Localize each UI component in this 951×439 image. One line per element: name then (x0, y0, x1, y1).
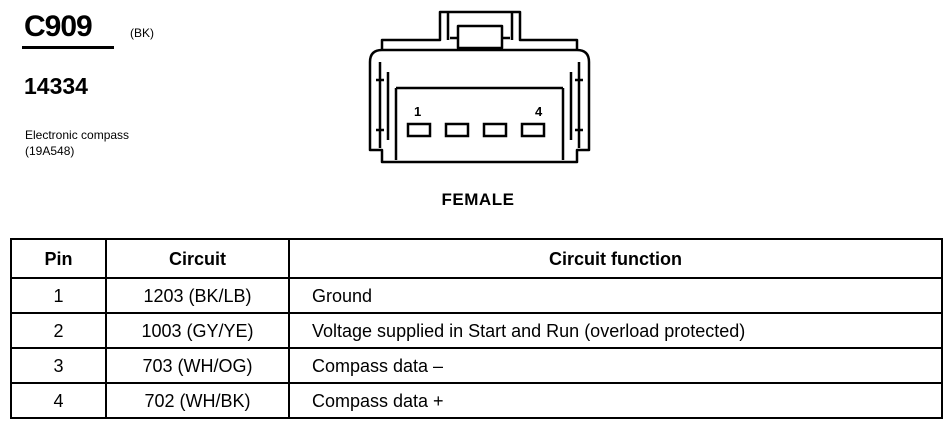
pin-cavity-3 (482, 122, 508, 138)
connector-latch-tab (456, 24, 504, 50)
connector-latch (446, 12, 514, 40)
header-circuit-function: Circuit function (288, 238, 943, 279)
circuit-cell: 703 (WH/OG) (105, 347, 290, 384)
description-line: (19A548) (25, 144, 75, 158)
connector-color-code: (BK) (130, 26, 154, 40)
circuit-function-cell: Compass data + (288, 382, 943, 419)
circuit-function-cell: Compass data – (288, 347, 943, 384)
pin-cavity-2 (444, 122, 470, 138)
pin-cell: 2 (10, 312, 107, 349)
connector-id-underline (22, 46, 114, 49)
circuit-cell: 1003 (GY/YE) (105, 312, 290, 349)
pin-cell: 4 (10, 382, 107, 419)
pin-cell: 1 (10, 277, 107, 314)
pin-table: Pin Circuit Circuit function 1 1203 (BK/… (10, 238, 943, 419)
connector-face-drawing: 1 4 (368, 10, 591, 164)
table-header-row: Pin Circuit Circuit function (10, 238, 943, 279)
connector-body-outline (380, 10, 579, 50)
connector-gender-label: FEMALE (441, 190, 515, 209)
circuit-cell: 702 (WH/BK) (105, 382, 290, 419)
pin-label-1: 1 (414, 104, 421, 119)
table-row: 2 1003 (GY/YE) Voltage supplied in Start… (10, 312, 943, 349)
description-line: Electronic compass (25, 128, 130, 142)
table-row: 4 702 (WH/BK) Compass data + (10, 382, 943, 419)
header-circuit: Circuit (105, 238, 290, 279)
pin-label-4: 4 (535, 104, 543, 119)
part-number: 14334 (24, 73, 88, 99)
circuit-cell: 1203 (BK/LB) (105, 277, 290, 314)
header-pin: Pin (10, 238, 107, 279)
pin-cell: 3 (10, 347, 107, 384)
pin-cavity-4 (520, 122, 546, 138)
pin-cavity-1 (406, 122, 432, 138)
circuit-function-cell: Voltage supplied in Start and Run (overl… (288, 312, 943, 349)
circuit-function-cell: Ground (288, 277, 943, 314)
connector-cavity (394, 86, 565, 160)
table-row: 3 703 (WH/OG) Compass data – (10, 347, 943, 384)
connector-description: Electronic compass (19A548) (25, 127, 129, 159)
table-row: 1 1203 (BK/LB) Ground (10, 277, 943, 314)
connector-id: C909 (24, 10, 93, 43)
